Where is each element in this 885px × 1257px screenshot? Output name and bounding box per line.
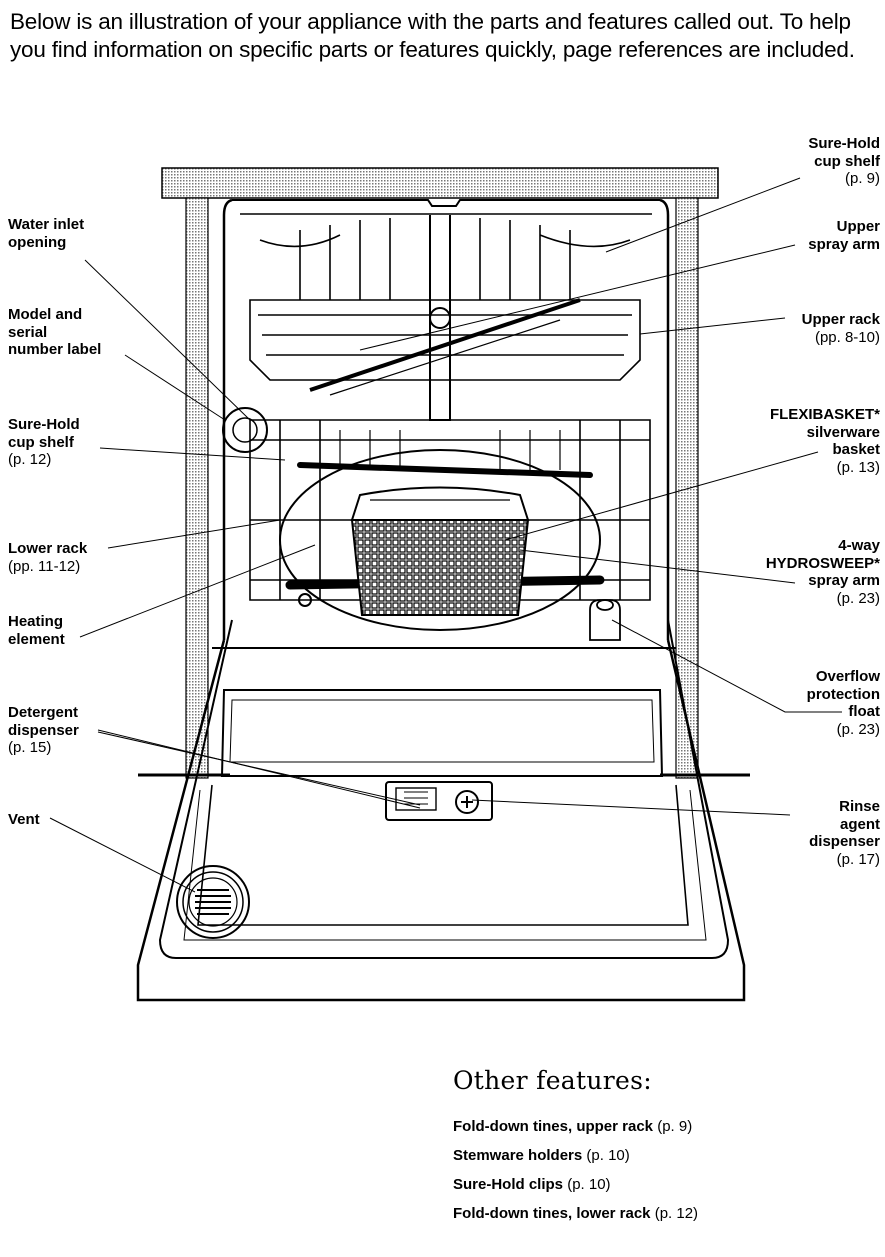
callout-cup-shelf-upper: Sure-Hold cup shelf (p. 9) [808,135,880,187]
leader-vent [49,817,196,893]
list-item: Sure-Hold clips (p. 10) [453,1176,611,1193]
leader-cup-shelf-lower [99,447,286,461]
leader-hydrosweep [519,549,796,584]
dishwasher-body [136,167,750,1002]
callout-water-inlet: Water inlet opening [8,216,85,251]
leader-model-label [124,354,226,421]
leader-water-inlet [84,259,251,421]
callout-upper-rack: Upper rack (pp. 8-10) [801,311,880,346]
leader-lower-rack [107,519,281,549]
callout-heating-element: Heating element [8,613,65,648]
callout-detergent-dispenser: Detergent dispenser (p. 15) [8,704,79,756]
leader-detergent-2 [97,731,421,806]
callout-lower-rack: Lower rack (pp. 11-12) [8,540,88,575]
leader-overflow [611,619,842,713]
leader-upper-rack [639,317,786,335]
intro-text: Below is an illustration of your applian… [10,9,855,62]
upper-rack-drawing [249,215,641,421]
callout-model-label: Model and serial number label [8,306,102,358]
left-side-panel [185,197,209,779]
callout-upper-spray-arm: Upper spray arm [808,218,880,253]
silverware-basket-drawing [350,486,530,616]
callout-hydrosweep-arm: 4-way HYDROSWEEP* spray arm (p. 23) [765,537,880,607]
leader-heating-element [79,544,316,638]
right-side-panel [675,197,699,779]
callout-cup-shelf-lower: Sure-Hold cup shelf (p. 12) [8,416,80,468]
other-features-list: Fold-down tines, upper rack (p. 9) Stemw… [453,1112,698,1228]
open-door-drawing [136,619,746,1002]
callout-silverware-basket: FLEXIBASKET* silverware basket (p. 13) [769,406,880,476]
list-item: Fold-down tines, upper rack (p. 9) [453,1118,693,1135]
overflow-float-drawing [589,599,621,641]
leader-upper-spray-arm [359,244,796,351]
countertop [161,167,719,199]
callout-rinse-dispenser: Rinse agent dispenser (p. 17) [809,798,880,868]
list-item: Stemware holders (p. 10) [453,1147,630,1164]
other-features-title: Other features: [453,1066,652,1095]
leader-rinse [471,799,791,816]
leader-basket [504,451,819,541]
list-item: Fold-down tines, lower rack (p. 12) [453,1205,699,1222]
leader-lines [49,177,842,893]
callout-overflow-float: Overflow protection float (p. 23) [806,668,880,738]
callout-vent: Vent [8,811,40,828]
leader-cup-shelf-upper [605,177,801,253]
